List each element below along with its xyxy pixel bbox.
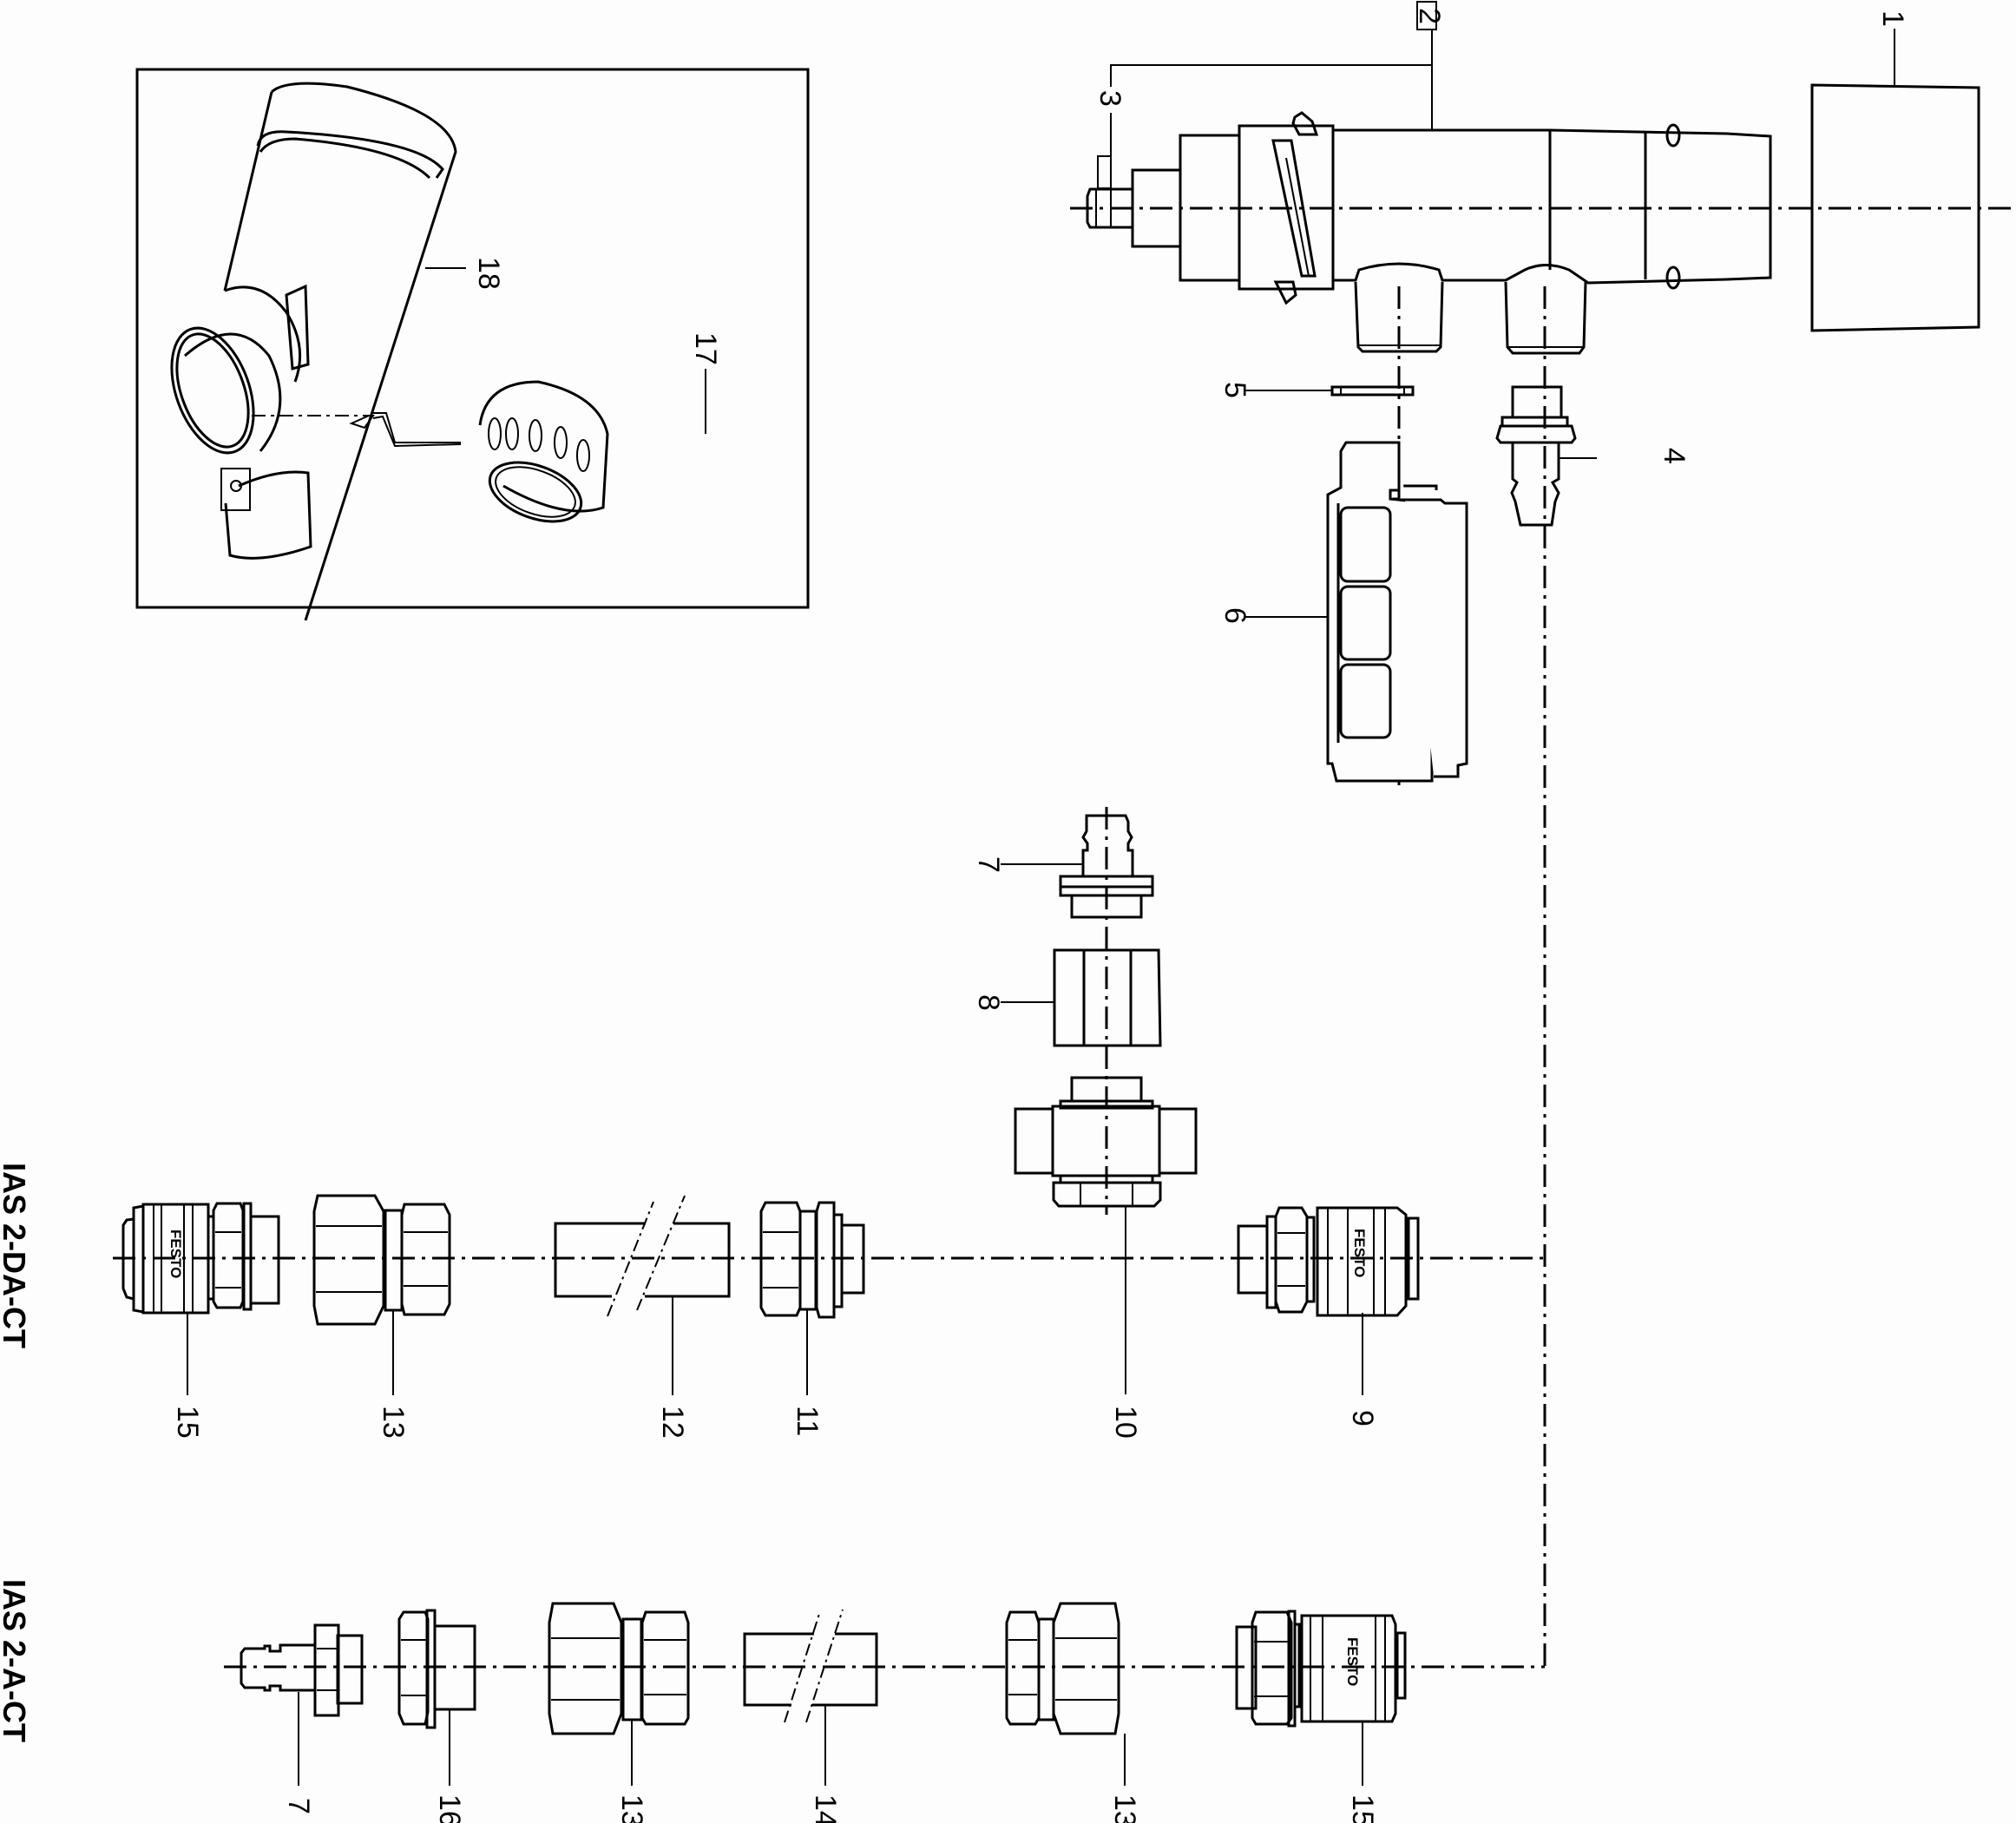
part-14-hose: 14 <box>743 1609 878 1823</box>
inset-frame <box>135 68 810 609</box>
port-right <box>1504 281 1587 355</box>
part-18-angled-tube <box>170 82 457 621</box>
part-13-union-nut-a1: 13 <box>548 1602 690 1823</box>
part-11-fitting: 11 <box>759 1201 865 1436</box>
callout-7-a: 7 <box>282 1798 315 1814</box>
callout-3: 3 <box>1093 90 1126 107</box>
callout-4: 4 <box>1658 448 1691 464</box>
part-6-silencer: 6 <box>1218 441 1468 783</box>
assembly-title-da: IAS 2-DA-CT <box>0 1163 32 1348</box>
assembly-title-a: IAS 2-A-CT <box>0 1579 32 1742</box>
part-9-coupling: FESTO 9 <box>1237 1206 1420 1426</box>
callout-6: 6 <box>1218 607 1251 624</box>
callout-16: 16 <box>433 1794 466 1823</box>
part-4-plug-nipple: 4 <box>1495 385 1691 527</box>
callout-5: 5 <box>1218 382 1251 398</box>
festo-logo-a: FESTO <box>1344 1637 1361 1686</box>
port-left <box>1354 281 1444 353</box>
callout-2: 2 <box>1413 8 1446 24</box>
callout-17: 17 <box>689 332 722 365</box>
part-13-union-nut-da: 13 <box>312 1194 451 1439</box>
callout-2-box <box>1416 1 1437 30</box>
callout-10: 10 <box>1109 1406 1142 1439</box>
callout-13-da: 13 <box>377 1406 410 1439</box>
festo-logo-da: FESTO <box>167 1230 184 1278</box>
inset-detail-box: 18 17 <box>135 68 810 621</box>
part-7-plug-nipple-top: 7 <box>972 814 1154 919</box>
part-10-tee: 10 <box>1014 1076 1198 1439</box>
part-17-cap-with-strap <box>349 380 609 523</box>
part-8-hex-coupling: 8 <box>972 948 1162 1047</box>
part-1-cap: 1 <box>1810 10 1980 332</box>
callout-13-a2: 13 <box>1108 1794 1141 1823</box>
callout-15-a: 15 <box>1346 1794 1379 1823</box>
callout-12: 12 <box>656 1406 689 1439</box>
festo-logo-9: FESTO <box>1351 1229 1368 1277</box>
part-5-washer: 5 <box>1218 382 1415 398</box>
callout-18: 18 <box>472 257 505 290</box>
part-16-adapter: 16 <box>397 1609 476 1823</box>
part-7-plug-nipple-a: 7 <box>240 1623 364 1814</box>
callout-13-a1: 13 <box>615 1794 648 1823</box>
part-12-hose: 12 <box>554 1195 731 1439</box>
part-15-coupling-a: FESTO 15 <box>1235 1610 1407 1823</box>
callout-15-da: 15 <box>171 1406 204 1439</box>
callout-8: 8 <box>972 994 1005 1011</box>
callout-9: 9 <box>1346 1410 1379 1426</box>
part-15-coupling-da: FESTO 15 <box>121 1202 280 1439</box>
callout-14: 14 <box>809 1794 842 1823</box>
callout-7-top: 7 <box>972 856 1005 873</box>
callout-11: 11 <box>791 1406 824 1436</box>
part-2-blow-gun-body: 2 3 <box>1086 1 1772 355</box>
part-13-union-nut-a2: 13 <box>1005 1602 1141 1823</box>
callout-1: 1 <box>1876 10 1909 27</box>
